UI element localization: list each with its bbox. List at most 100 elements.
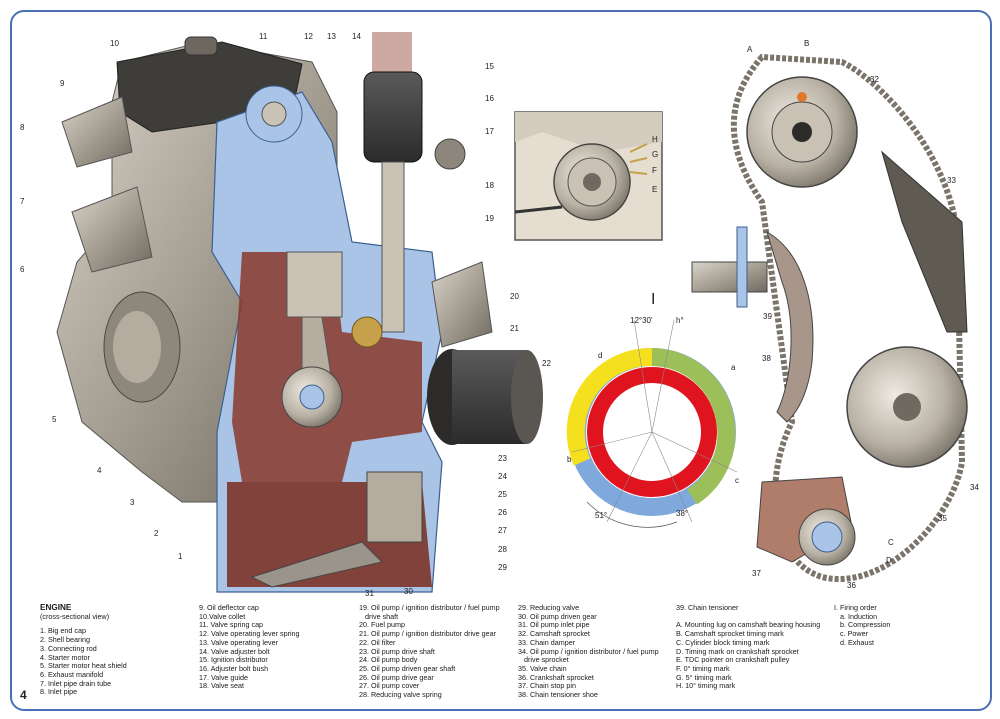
angle-top-left: 12°30' <box>630 316 653 325</box>
chain-label-39: 39 <box>763 312 772 321</box>
callout-1: 1 <box>178 552 183 561</box>
callout-6: 6 <box>20 265 25 274</box>
legend-item: 3. Connecting rod <box>40 643 97 653</box>
ring-red <box>587 367 717 497</box>
legend-item: 1. Big end cap <box>40 626 86 636</box>
legend-col-1: ENGINE (cross-sectional view) 1. Big end… <box>40 603 127 697</box>
roman-numeral: I <box>651 291 656 308</box>
chain-label-d: D <box>886 556 892 565</box>
callout-20: 20 <box>510 292 519 301</box>
legend-item: 32. Camshaft sprocket <box>518 629 590 639</box>
legend-item: 17. Valve guide <box>199 672 249 682</box>
legend-item: 20. Fuel pump <box>359 620 405 630</box>
callout-4: 4 <box>97 466 102 475</box>
legend-item: 21. Oil pump / ignition distributor driv… <box>359 629 497 639</box>
callout-25: 25 <box>498 490 507 499</box>
angle-bottom-right: 38° <box>676 509 689 518</box>
callout-17: 17 <box>485 127 494 136</box>
callout-14: 14 <box>352 32 361 41</box>
callout-21: 21 <box>510 324 519 333</box>
legend-item: drive shaft <box>365 611 399 621</box>
legend-col-5: 39. Chain tensioner A. Mounting lug on c… <box>676 603 821 691</box>
legend-item: 29. Reducing valve <box>518 603 580 612</box>
legend-item: 27. Oil pump cover <box>359 681 420 691</box>
legend-item: a. Induction <box>840 611 878 621</box>
legend-item: 24. Oil pump body <box>359 655 418 665</box>
chain-label-a: A <box>747 45 753 54</box>
legend-item: B. Camshaft sprocket timing mark <box>676 629 784 639</box>
callout-15: 15 <box>485 62 494 71</box>
legend-item: 38. Chain tensioner shoe <box>518 690 598 700</box>
callout-9: 9 <box>60 79 65 88</box>
engine-subtitle: (cross-sectional view) <box>40 611 110 621</box>
legend-item: 14. Valve adjuster bolt <box>199 646 270 656</box>
legend-item: 7. Inlet pipe drain tube <box>40 678 112 688</box>
callout-24: 24 <box>498 472 507 481</box>
legend-item: 5. Starter motor heat shield <box>40 661 127 671</box>
callout-8: 8 <box>20 123 25 132</box>
legend-item: F. 0° timing mark <box>676 663 730 673</box>
chain-label-38: 38 <box>762 354 771 363</box>
legend-item: 15. Ignition distributor <box>199 655 268 665</box>
legend-item: 18. Valve seat <box>199 681 245 691</box>
legend-item: 6. Exhaust manifold <box>40 669 104 679</box>
legend-item: G. 5° timing mark <box>676 672 732 682</box>
legend-item: 22. Oil filter <box>359 637 396 647</box>
chain-label-32: 32 <box>870 75 879 84</box>
legend-item: 16. Adjuster bolt bush <box>199 663 269 673</box>
legend-col-6: I. Firing order a. Induction b. Compress… <box>834 603 890 648</box>
chain-label-37: 37 <box>752 569 761 578</box>
callout-10: 10 <box>110 39 119 48</box>
legend-item: 33. Chain damper <box>518 637 576 647</box>
legend-item: 13. Valve operating lever <box>199 637 278 647</box>
callout-31: 31 <box>365 589 374 598</box>
legend-item: 37. Chain stop pin <box>518 681 576 691</box>
legend-col-2: 9. Oil deflector cap 10.Valve collet 11.… <box>199 603 300 691</box>
legend-item: 11. Valve spring cap <box>199 620 264 630</box>
legend-item: 8. Inlet pipe <box>40 687 78 697</box>
label-b: b <box>567 455 572 464</box>
callout-30: 30 <box>404 587 413 596</box>
callout-26: 26 <box>498 508 507 517</box>
callout-22: 22 <box>542 359 551 368</box>
callout-7: 7 <box>20 197 25 206</box>
chain-label-33: 33 <box>947 176 956 185</box>
legend-item: 34. Oil pump / ignition distributor / fu… <box>518 646 659 656</box>
callout-18: 18 <box>485 181 494 190</box>
legend-item: 9. Oil deflector cap <box>199 603 259 612</box>
legend-col-4: 29. Reducing valve 30. Oil pump driven g… <box>518 603 659 700</box>
chain-label-c: C <box>888 538 894 547</box>
chain-label-36: 36 <box>847 581 856 590</box>
callout-3: 3 <box>130 498 135 507</box>
label-d: d <box>598 351 603 360</box>
legend-item: 26. Oil pump drive gear <box>359 672 434 682</box>
legend-item: 36. Crankshaft sprocket <box>518 672 594 682</box>
label-c: c <box>735 476 739 485</box>
timing-chain-assembly <box>691 53 968 582</box>
callout-16: 16 <box>485 94 494 103</box>
mark-e: E <box>652 185 658 194</box>
legend-item: E. TDC pointer on crankshaft pulley <box>676 655 790 665</box>
mark-f: F <box>652 166 657 175</box>
legend-item: A. Mounting lug on camshaft bearing hous… <box>676 620 821 630</box>
legend-item: d. Exhaust <box>840 637 874 647</box>
legend-item: 25. Oil pump driven gear shaft <box>359 663 456 673</box>
callout-2: 2 <box>154 529 159 538</box>
legend-item: 12. Valve operating lever spring <box>199 629 300 639</box>
legend-item: 10.Valve collet <box>199 611 246 621</box>
engine-cross-section <box>56 32 543 593</box>
callout-5: 5 <box>52 415 57 424</box>
diagram-frame: I 12°30' h° 51° 38° a b c d H G F E A B … <box>10 10 992 711</box>
legend-item: 19. Oil pump / ignition distributor / fu… <box>359 603 500 612</box>
legend-item: 30. Oil pump driven gear <box>518 611 597 621</box>
legend-item: C. Cylinder block timing mark <box>676 637 770 647</box>
mark-h: H <box>652 135 658 144</box>
legend-item: drive sprocket <box>524 655 569 665</box>
label-a: a <box>731 363 736 372</box>
callout-27: 27 <box>498 526 507 535</box>
engine-title: ENGINE <box>40 603 72 612</box>
callout-13: 13 <box>327 32 336 41</box>
firing-order-diagram <box>566 319 738 528</box>
angle-top-right: h° <box>676 316 684 325</box>
legend-item: c. Power <box>840 629 868 639</box>
